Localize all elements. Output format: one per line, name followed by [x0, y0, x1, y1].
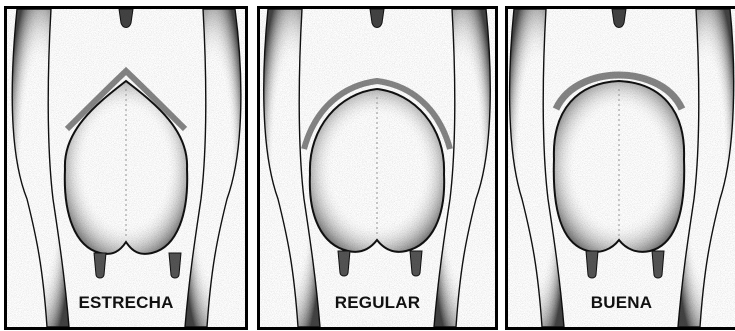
panel-buena: BUENA — [505, 6, 735, 330]
panel-label-buena: BUENA — [508, 293, 735, 313]
udder-illustration-buena — [508, 9, 735, 327]
udder-illustration-regular — [260, 9, 495, 327]
panel-estrecha: ESTRECHA — [4, 6, 248, 330]
panel-regular: REGULAR — [257, 6, 498, 330]
panel-label-regular: REGULAR — [260, 293, 495, 313]
udder-illustration-estrecha — [7, 9, 245, 327]
panel-label-estrecha: ESTRECHA — [7, 293, 245, 313]
